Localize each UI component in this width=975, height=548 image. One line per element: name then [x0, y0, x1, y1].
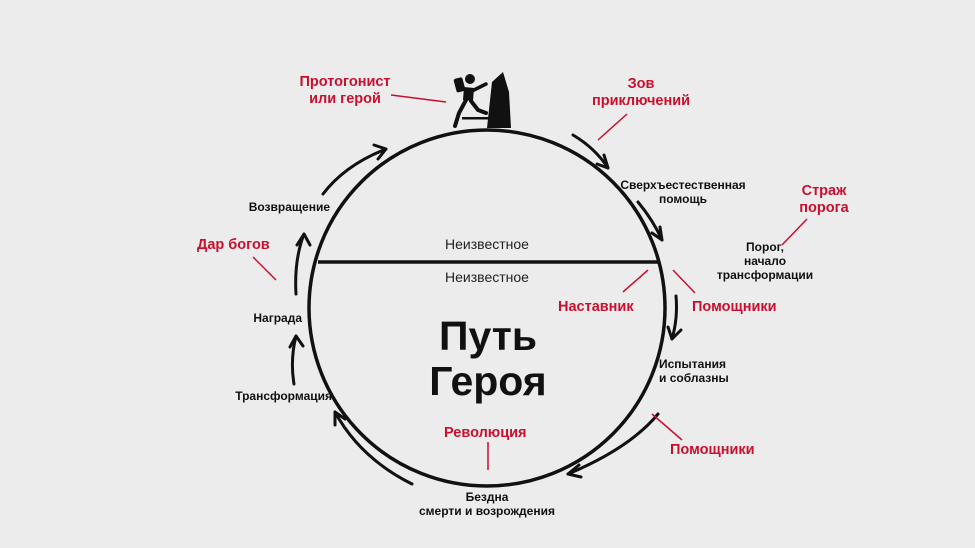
- label-transformation: Трансформация: [235, 389, 332, 403]
- leader-helpers-2: [651, 413, 683, 441]
- zone-lower-label: Неизвестное: [445, 269, 529, 285]
- leader-gift: [252, 256, 277, 281]
- journey-circle: [307, 128, 667, 488]
- arrow-gift: [294, 232, 312, 296]
- leader-helpers-1: [672, 269, 696, 294]
- label-threshold-guardian: Страж порога: [799, 183, 849, 216]
- diagram-title: Путь Героя: [429, 313, 547, 404]
- arrow-reward: [288, 334, 305, 386]
- arrow-transformation: [333, 410, 414, 486]
- zone-upper-label: Неизвестное: [445, 236, 529, 252]
- journey-arrows: [288, 133, 683, 486]
- label-return: Возвращение: [248, 200, 330, 214]
- arrow-abyss: [566, 412, 660, 479]
- label-helpers-2: Помощники: [670, 442, 755, 458]
- label-threshold: Порог, начало трансформации: [716, 240, 814, 282]
- label-revolution: Революция: [444, 425, 527, 441]
- label-trials: Испытания и соблазны: [659, 357, 729, 385]
- hiker-climbing-icon: [453, 72, 511, 128]
- arrow-return: [321, 143, 388, 196]
- leader-protagonist: [390, 94, 447, 103]
- label-reward: Награда: [253, 311, 302, 325]
- label-gift: Дар богов: [197, 237, 270, 253]
- label-supernatural-aid: Сверхъестественная помощь: [620, 178, 746, 206]
- arrow-call: [571, 133, 610, 170]
- leader-guardian: [781, 218, 808, 246]
- label-call: Зов приключений: [591, 76, 691, 109]
- label-abyss: Бездна смерти и возрождения: [419, 490, 555, 518]
- label-mentor: Наставник: [558, 299, 634, 315]
- label-helpers-1: Помощники: [692, 299, 777, 315]
- label-protagonist: Протогонист или герой: [299, 74, 391, 107]
- arrow-trials: [666, 294, 683, 341]
- arrow-aid: [636, 200, 664, 242]
- leader-lines: [252, 94, 808, 470]
- leader-mentor: [622, 269, 649, 293]
- leader-call: [597, 113, 628, 141]
